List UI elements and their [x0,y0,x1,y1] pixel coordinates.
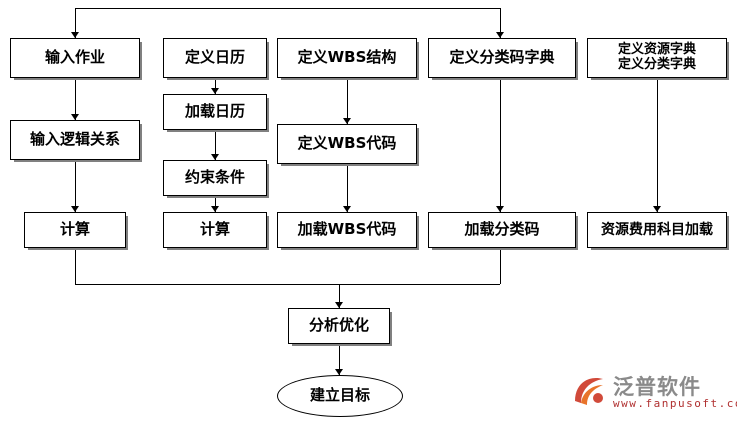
connector-calendar-to-load [215,78,216,94]
connector-resource-dict-to-load [657,78,658,212]
arrow-analyze-to-goal [335,369,343,375]
node-load-resource-cost-accounts[interactable]: 资源费用科目加载 [587,212,727,248]
node-load-wbs-code[interactable]: 加载WBS代码 [277,212,417,248]
node-calculate-left[interactable]: 计算 [24,212,126,248]
arrow-constraint-to-calc [211,206,219,212]
connector-top-bus [75,8,500,9]
node-analyze-optimize[interactable]: 分析优化 [288,308,390,344]
connector-logic-to-calc [75,160,76,212]
brand-logo: 泛普软件 www.fanpusoft.com [569,369,737,417]
arrow-resource-dict-to-load [653,206,661,212]
node-define-wbs-code[interactable]: 定义WBS代码 [277,124,417,164]
node-input-logic-relations[interactable]: 输入逻辑关系 [10,120,140,160]
connector-analyze-to-goal [339,344,340,375]
node-load-code[interactable]: 加载分类码 [428,212,576,248]
node-define-calendar[interactable]: 定义日历 [163,38,267,78]
arrow-wbs-struct-to-code [343,118,351,124]
connector-code-dict-to-load [500,78,501,212]
node-calculate-mid[interactable]: 计算 [163,212,267,248]
connector-load-calendar-to-constraint [215,130,216,160]
brand-name: 泛普软件 [613,375,701,399]
fanpu-logo-icon [575,377,603,405]
node-constraint-conditions[interactable]: 约束条件 [163,160,267,196]
node-load-calendar[interactable]: 加载日历 [163,94,267,130]
brand-domain: www.fanpusoft.com [613,397,737,410]
node-define-resource-dictionary[interactable]: 定义资源字典 定义分类字典 [587,38,727,78]
node-define-wbs-structure[interactable]: 定义WBS结构 [277,38,417,78]
arrow-top-bus-to-code-dict [496,32,504,38]
arrow-load-calendar-to-constraint [211,154,219,160]
arrow-bottom-bus-to-analyze [335,302,343,308]
connector-calc-down [75,248,76,284]
connector-top-bus-down-left [75,8,76,38]
arrow-logic-to-calc [71,206,79,212]
arrow-calendar-to-load [211,88,219,94]
connector-wbs-struct-to-code [347,78,348,124]
node-define-code-dictionary[interactable]: 定义分类码字典 [428,38,576,78]
connector-constraint-to-calc [215,196,216,212]
node-input-task[interactable]: 输入作业 [10,38,140,78]
arrow-wbs-code-to-load [343,206,351,212]
connector-wbs-code-to-load [347,164,348,212]
arrow-code-dict-to-load [496,206,504,212]
connector-bottom-bus-to-analyze [339,284,340,308]
connector-top-bus-down-right [500,8,501,38]
connector-input-task-to-logic [75,78,76,120]
arrow-input-task-to-logic [71,114,79,120]
connector-load-codes-down [500,248,501,284]
arrow-top-bus-to-input-task [71,32,79,38]
connector-bottom-bus [75,284,500,285]
node-establish-goal[interactable]: 建立目标 [277,375,403,417]
